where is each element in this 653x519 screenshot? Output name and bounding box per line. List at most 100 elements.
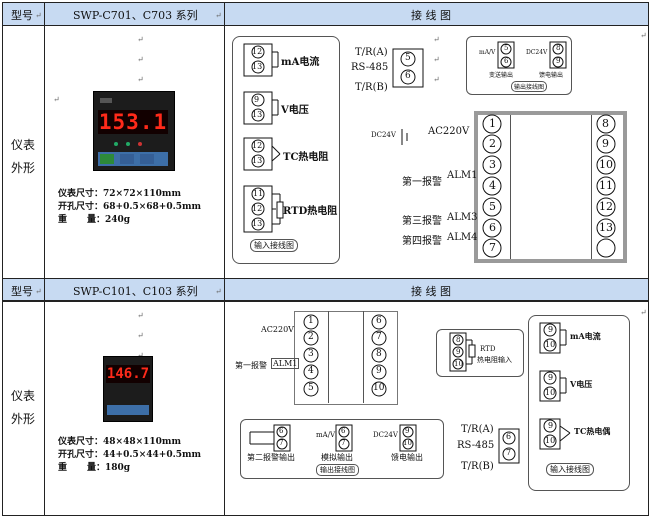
rs485-term-6: 6	[405, 71, 411, 81]
wiring-header-2: 接 线 图	[411, 285, 451, 298]
rtd-terms-svg-2	[449, 332, 476, 372]
appearance-label-1a: 仪表	[11, 138, 36, 152]
out-transmit-label: 变送输出	[489, 72, 514, 79]
rs485-term-7-2: 7	[506, 448, 512, 457]
dc24v-symbol-1	[401, 129, 408, 145]
term-6: 6	[489, 221, 496, 234]
input2-term-9b: 9	[548, 373, 554, 382]
rs485-label-2: RS-485	[457, 440, 495, 451]
alm4-1: ALM4	[447, 232, 478, 243]
term2-1: 1	[308, 316, 314, 326]
term2-9: 9	[376, 366, 382, 376]
term-7: 7	[489, 241, 496, 254]
alarm1-label-1: 第一报警	[402, 177, 442, 188]
term2-10: 10	[373, 383, 385, 393]
device-button-set	[100, 154, 114, 164]
feed-out-label: 馈电输出	[391, 453, 423, 462]
output-terms-svg-2	[249, 424, 417, 452]
term2-7: 7	[376, 332, 382, 342]
input-term-12a: 12	[252, 47, 263, 56]
input-term-13a: 13	[252, 62, 263, 71]
term-12: 12	[599, 200, 613, 213]
input-term-13d: 13	[252, 219, 263, 228]
rtd-term-10: 10	[454, 360, 463, 368]
term2-3: 3	[308, 349, 314, 359]
appearance-label-2a: 仪表	[11, 389, 36, 403]
main-terms-svg-2	[303, 314, 387, 397]
model-header-2: 型号	[11, 285, 33, 298]
spec-size-2: 仪表尺寸：48×48×110mm	[58, 437, 181, 447]
alm3-1: ALM3	[447, 212, 478, 223]
device-photo-1: 153.1	[93, 91, 175, 171]
input-term-13b: 13	[252, 110, 263, 119]
term-3: 3	[489, 158, 496, 171]
out2-dc24-label: DC24V	[373, 431, 398, 439]
term2-6: 6	[376, 316, 382, 326]
out-term-8: 8	[556, 44, 561, 52]
spec-weight-1: 量：240g	[87, 215, 131, 225]
ac220v-label-1: AC220V	[428, 126, 470, 137]
term2-2: 2	[308, 332, 314, 342]
input2-TC-label: TC热电偶	[574, 426, 611, 436]
rs485-term-5: 5	[405, 53, 411, 63]
input-wiring-title-1: 输入接线图	[250, 239, 298, 252]
spec-weight-2: 量：180g	[87, 463, 131, 473]
output-wiring-box-2	[240, 419, 444, 479]
input2-term-9c: 9	[548, 421, 554, 430]
spec-weight-label-2: 重	[58, 463, 68, 473]
out2-mAV-label: mA/V	[316, 431, 336, 439]
out2-term-7b: 7	[341, 439, 346, 447]
series-name-2: SWP-C101、C103 系列	[73, 285, 198, 298]
analog-out-label: 模拟输出	[321, 453, 353, 462]
input-terms-svg-2	[539, 322, 571, 450]
rtd-label-2b: 热电阻输入	[477, 356, 512, 364]
rs485-term-6-2: 6	[506, 432, 512, 441]
alm1-2: ALM1	[271, 358, 300, 369]
input-term-12c: 12	[252, 141, 263, 150]
input-TC-label: TC热电阻	[283, 152, 329, 163]
out-feed-label: 馈电输出	[539, 72, 564, 79]
input2-term-9a: 9	[548, 325, 554, 334]
out2-term-7a: 7	[279, 439, 284, 447]
series-name-1: SWP-C701、C703 系列	[73, 9, 198, 22]
input-V-label: V电压	[281, 105, 309, 116]
input-term-11d: 11	[253, 189, 264, 198]
out-mAV-label: mA/V	[479, 49, 496, 56]
main-terminal-block-1	[474, 111, 627, 263]
rtd-term-9: 9	[456, 348, 461, 356]
input-term-9b: 9	[254, 95, 260, 104]
input-term-12d: 12	[252, 204, 263, 213]
rs485-label-1: RS-485	[351, 62, 389, 73]
spec-cutout-2: 开孔尺寸：44+0.5×44+0.5mm	[58, 450, 202, 460]
term-10: 10	[599, 158, 613, 171]
out2-term-6a: 6	[279, 427, 284, 435]
term-13: 13	[599, 221, 613, 234]
appearance-label-2b: 外形	[11, 412, 36, 426]
out-term-5: 5	[504, 44, 509, 52]
spec-size-1: 仪表尺寸：72×72×110mm	[58, 189, 181, 199]
rs485-trb-2: T/R(B)	[461, 461, 494, 472]
rtd-term-8: 8	[456, 336, 461, 344]
input-RTD-label: RTD热电阻	[283, 206, 338, 217]
rtd-label-2a: RTD	[480, 345, 496, 353]
term-11: 11	[599, 179, 613, 192]
input2-term-10a: 10	[545, 340, 556, 349]
input-wiring-box-1	[232, 36, 340, 264]
rs485-tra-1: T/R(A)	[355, 47, 388, 58]
input2-term-10b: 10	[545, 388, 556, 397]
input2-mA-label: mA电流	[570, 331, 601, 341]
ac220v-label-2: AC220V	[261, 325, 294, 334]
term-9: 9	[602, 137, 609, 150]
output-wiring-box-1	[466, 36, 572, 95]
device-display-2: 146.7	[106, 365, 150, 383]
input-mA-label: mA电流	[281, 57, 320, 68]
out-wiring-title-1: 输出接线图	[511, 81, 548, 92]
rs485-trb-1: T/R(B)	[355, 82, 388, 93]
alarm4-label-1: 第四报警	[402, 236, 442, 247]
term2-5: 5	[308, 383, 314, 393]
term2-8: 8	[376, 349, 382, 359]
out2-term-6b: 6	[341, 427, 346, 435]
alarm2-out-label: 第二报警输出	[247, 453, 295, 462]
input2-V-label: V电压	[570, 379, 593, 389]
